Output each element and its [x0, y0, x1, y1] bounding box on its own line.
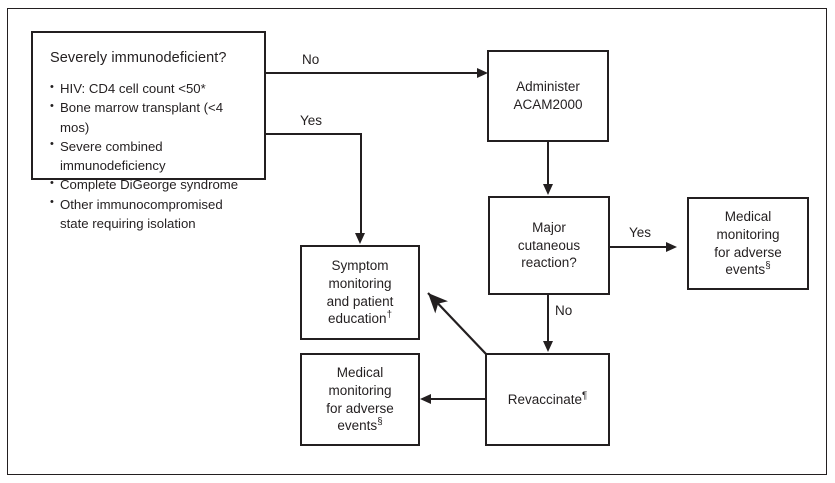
- administer-line-1: Administer: [516, 79, 580, 95]
- criteria-title: Severely immunodeficient?: [50, 50, 227, 66]
- node-revaccinate[interactable]: Revaccinate¶: [485, 353, 610, 446]
- medical-right-line-4-text: events: [725, 262, 766, 278]
- footnote-marker-dagger: †: [386, 309, 392, 321]
- medical-bottom-line-1: Medical: [336, 364, 384, 380]
- criteria-bullet-list: HIV: CD4 cell count <50* Bone marrow tra…: [50, 79, 252, 233]
- medical-bottom-line-4: events§: [306, 417, 414, 435]
- edge-label-no-revaccinate: No: [555, 303, 573, 318]
- node-medical-monitoring-bottom[interactable]: Medical monitoring for adverse events§: [300, 353, 420, 446]
- node-major-cutaneous-reaction[interactable]: Major cutaneous reaction?: [488, 196, 610, 295]
- medical-right-line-3: for adverse: [714, 244, 782, 260]
- edge-revaccinate-to-medical-bottom-line: [431, 398, 485, 401]
- node-severely-immunodeficient[interactable]: Severely immunodeficient? HIV: CD4 cell …: [31, 31, 266, 231]
- node-administer-acam2000[interactable]: Administer ACAM2000: [487, 50, 609, 142]
- edge-revaccinate-to-medical-bottom-arrowhead: [420, 393, 431, 404]
- edge-reaction-to-medical-right-arrowhead: [666, 241, 677, 252]
- node-symptom-monitoring[interactable]: Symptom monitoring and patient education…: [300, 245, 420, 340]
- edge-criteria-to-administer-arrowhead: [477, 67, 488, 78]
- medical-bottom-line-2: monitoring: [328, 382, 392, 398]
- edge-administer-to-reaction-arrowhead: [542, 184, 553, 195]
- medical-right-line-4: events§: [693, 261, 803, 279]
- symptom-line-4-text: education: [328, 311, 387, 327]
- reaction-line-2: cutaneous: [517, 237, 581, 253]
- footnote-marker-pilcrow: ¶: [582, 390, 588, 402]
- edge-administer-to-reaction-line: [546, 142, 550, 185]
- edge-criteria-to-symptom-hline: [265, 133, 362, 136]
- edge-label-yes-medical-right: Yes: [629, 225, 652, 240]
- symptom-line-4: education†: [306, 310, 414, 328]
- edge-criteria-to-symptom-vline: [359, 133, 362, 234]
- edge-reaction-to-revaccinate-line: [546, 295, 550, 342]
- criteria-bullet: Complete DiGeorge syndrome: [50, 175, 252, 194]
- edge-reaction-to-revaccinate-arrowhead: [542, 341, 553, 352]
- criteria-bullet: Bone marrow transplant (<4 mos): [50, 98, 252, 137]
- revaccinate-label-row: Revaccinate¶: [491, 391, 604, 409]
- reaction-line-3: reaction?: [521, 255, 577, 271]
- edge-label-yes-symptom: Yes: [300, 113, 323, 128]
- criteria-bullet: HIV: CD4 cell count <50*: [50, 79, 252, 98]
- criteria-bullet: Severe combined immunodeficiency: [50, 136, 252, 176]
- medical-bottom-line-4-text: events: [337, 418, 378, 434]
- edge-criteria-to-administer-line: [265, 72, 478, 75]
- symptom-line-2: monitoring: [328, 275, 392, 291]
- revaccinate-label: Revaccinate: [507, 391, 583, 407]
- symptom-line-3: and patient: [326, 293, 394, 309]
- symptom-line-1: Symptom: [331, 257, 389, 273]
- footnote-marker-section: §: [377, 416, 383, 428]
- reaction-line-1: Major: [532, 219, 566, 235]
- medical-right-line-2: monitoring: [716, 226, 780, 242]
- edge-reaction-to-medical-right-line: [610, 246, 668, 249]
- medical-right-line-1: Medical: [724, 208, 772, 224]
- administer-line-2: ACAM2000: [513, 97, 583, 112]
- node-medical-monitoring-right[interactable]: Medical monitoring for adverse events§: [687, 197, 809, 290]
- medical-bottom-line-3: for adverse: [326, 400, 394, 416]
- criteria-bullet: Other immunocompromised state requiring …: [50, 194, 252, 234]
- edge-criteria-to-symptom-arrowhead: [355, 233, 365, 244]
- footnote-marker-section: §: [765, 260, 771, 272]
- edge-label-no-administer: No: [302, 52, 320, 67]
